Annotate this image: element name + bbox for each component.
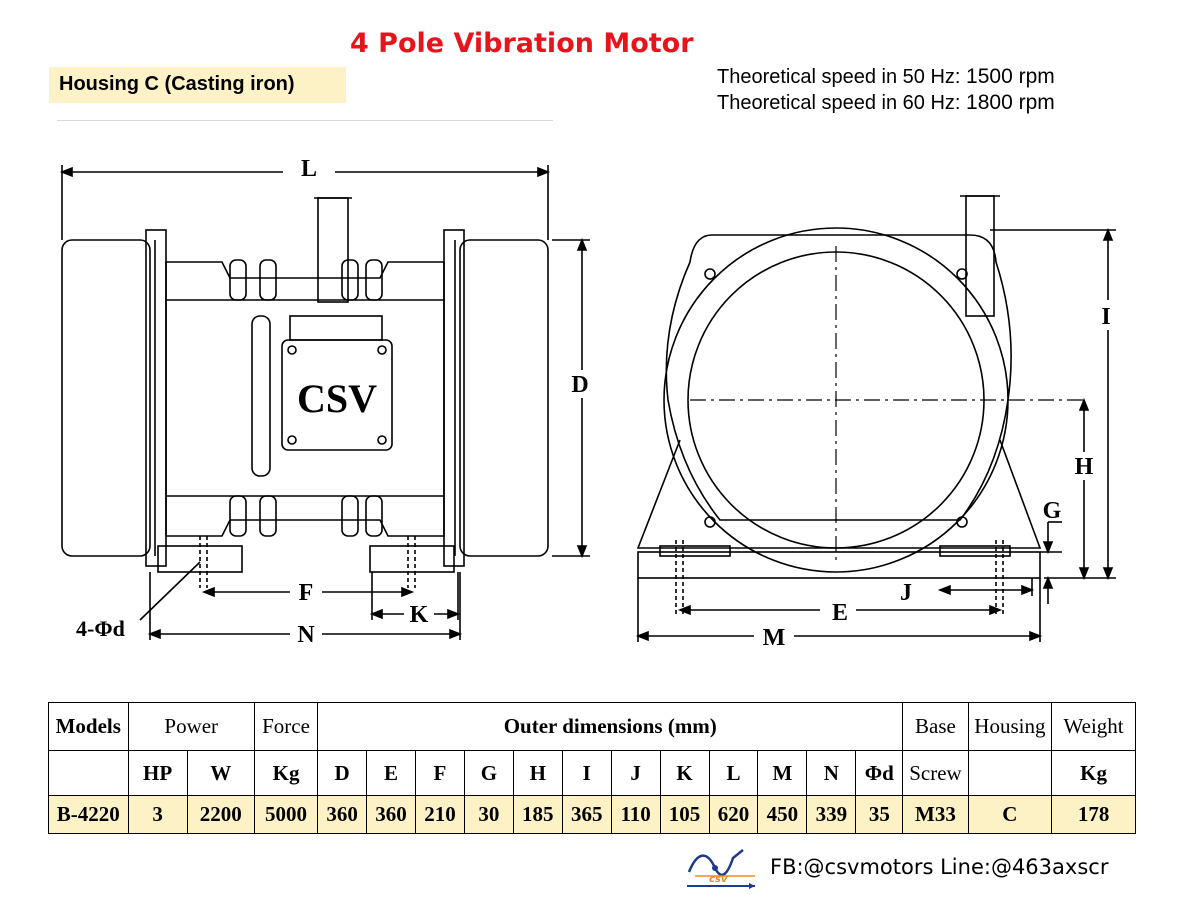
label-F: F xyxy=(299,580,314,606)
header-force: Force xyxy=(253,702,319,751)
table-cell: 178 xyxy=(1051,795,1136,834)
label-L: L xyxy=(301,156,317,182)
unit-cell: J xyxy=(610,750,661,796)
unit-cell: Φd xyxy=(855,750,904,796)
label-J: J xyxy=(900,580,912,606)
front-view: L CSV D xyxy=(59,156,590,648)
speed-50hz-label: Theoretical speed in 50 Hz: xyxy=(717,66,961,88)
unit-cell: Kg xyxy=(253,750,319,796)
contact-text: FB:@csvmotors Line:@463axscr xyxy=(770,855,1109,879)
page-title: 4 Pole Vibration Motor xyxy=(350,28,694,59)
table-cell: M33 xyxy=(902,795,969,834)
unit-cell: D xyxy=(317,750,368,796)
table-cell: 360 xyxy=(366,795,416,834)
unit-cell: N xyxy=(806,750,857,796)
unit-cell: M xyxy=(757,750,808,796)
table-header-row-2: HP W Kg D E F G H I J K L M N Φd Screw K… xyxy=(48,750,1136,796)
speed-60hz-label: Theoretical speed in 60 Hz: xyxy=(717,92,961,114)
footer-contact: csv FB:@csvmotors Line:@463axscr xyxy=(685,846,1145,892)
unit-cell: H xyxy=(512,750,563,796)
label-H: H xyxy=(1075,454,1094,480)
speed-60hz: Theoretical speed in 60 Hz: 1800 rpm xyxy=(717,91,1055,115)
logo-text: csv xyxy=(709,874,728,885)
label-E: E xyxy=(832,600,848,626)
speed-50hz-value: 1500 rpm xyxy=(966,65,1055,88)
table-cell: 185 xyxy=(512,795,563,834)
side-view: I H G J E M xyxy=(635,195,1116,651)
label-N: N xyxy=(297,622,315,648)
table-cell: 2200 xyxy=(186,795,255,834)
unit-cell xyxy=(967,750,1053,796)
header-weight: Weight xyxy=(1051,702,1136,751)
label-I: I xyxy=(1101,304,1110,330)
unit-cell: Screw xyxy=(902,750,969,796)
table-cell: 210 xyxy=(414,795,465,834)
unit-cell: E xyxy=(366,750,416,796)
table-cell: C xyxy=(967,795,1053,834)
table-cell: B-4220 xyxy=(48,795,129,834)
table-cell: 360 xyxy=(317,795,368,834)
header-base: Base xyxy=(902,702,969,751)
table-row: B-4220 3 2200 5000 360 360 210 30 185 36… xyxy=(48,795,1136,834)
speed-60hz-value: 1800 rpm xyxy=(966,91,1055,114)
table-cell: 620 xyxy=(708,795,759,834)
technical-drawing: L CSV D xyxy=(59,156,1116,651)
housing-tag: Housing C (Casting iron) xyxy=(49,67,346,103)
table-header-row-1: Models Power Force Outer dimensions (mm)… xyxy=(48,702,1136,751)
unit-cell: L xyxy=(708,750,759,796)
label-hole: 4-Φd xyxy=(76,616,125,641)
table-cell: 339 xyxy=(806,795,857,834)
label-D: D xyxy=(571,372,588,398)
label-G: G xyxy=(1043,498,1062,524)
brand-label: CSV xyxy=(297,376,377,421)
unit-cell: G xyxy=(463,750,514,796)
label-K: K xyxy=(410,602,429,628)
speed-50hz: Theoretical speed in 50 Hz: 1500 rpm xyxy=(717,65,1055,89)
table-cell: 30 xyxy=(463,795,514,834)
unit-cell: I xyxy=(561,750,612,796)
spec-table: Models Power Force Outer dimensions (mm)… xyxy=(48,702,1136,834)
unit-cell: W xyxy=(186,750,255,796)
unit-cell: Kg xyxy=(1051,750,1136,796)
unit-cell: F xyxy=(414,750,465,796)
table-cell: 3 xyxy=(127,795,188,834)
unit-cell: HP xyxy=(127,750,188,796)
divider-line xyxy=(57,120,553,121)
unit-cell: K xyxy=(659,750,710,796)
header-models: Models xyxy=(48,702,129,751)
header-outer-dimensions: Outer dimensions (mm) xyxy=(317,702,904,751)
table-cell: 365 xyxy=(561,795,612,834)
table-cell: 105 xyxy=(659,795,710,834)
header-housing: Housing xyxy=(967,702,1053,751)
label-M: M xyxy=(763,625,786,651)
unit-cell xyxy=(48,750,129,796)
header-power: Power xyxy=(127,702,255,751)
table-cell: 35 xyxy=(855,795,904,834)
table-cell: 5000 xyxy=(253,795,319,834)
table-cell: 450 xyxy=(757,795,808,834)
table-cell: 110 xyxy=(610,795,661,834)
csv-logo-icon: csv xyxy=(687,849,755,889)
